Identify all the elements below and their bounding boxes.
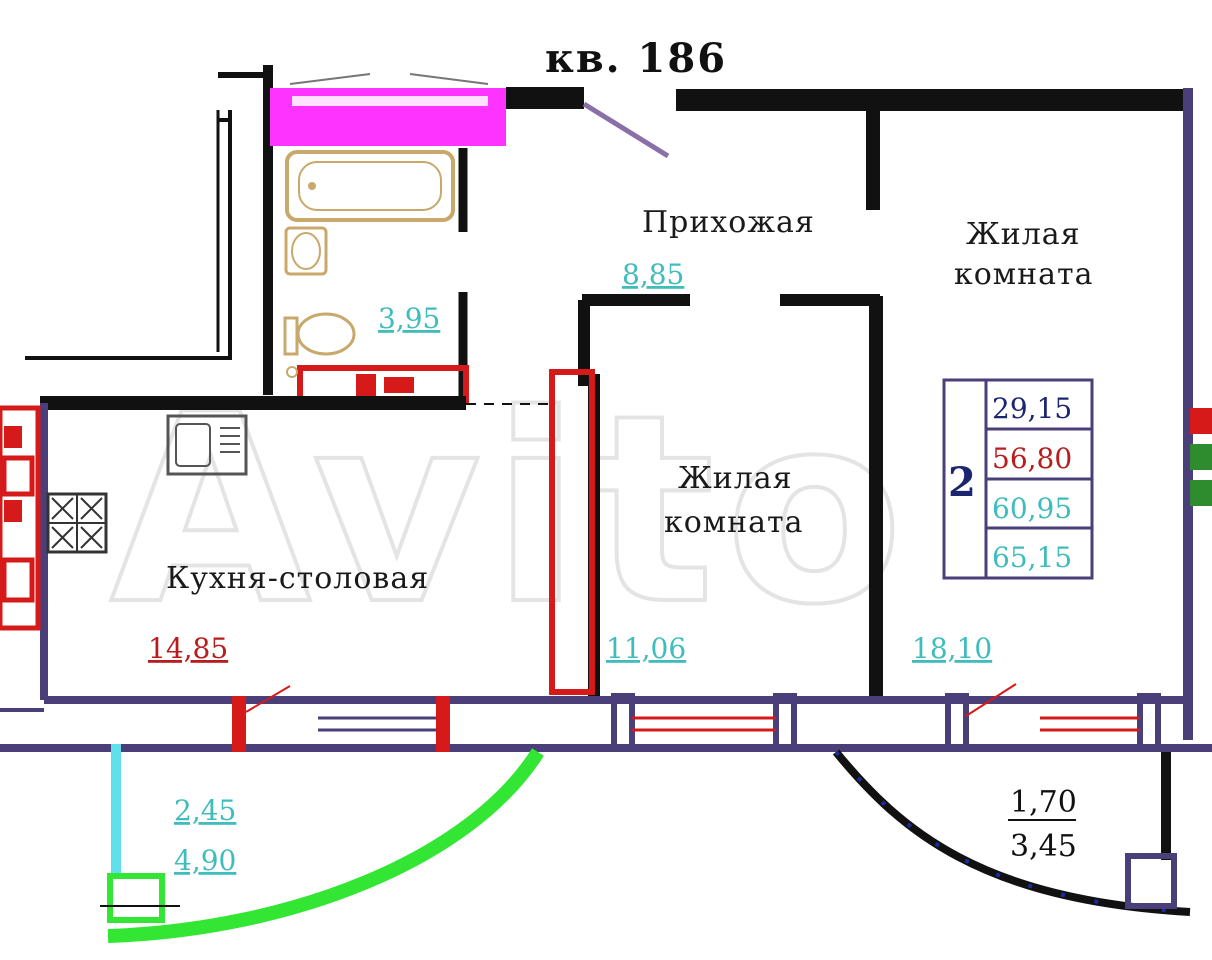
bathroom: 3,95 xyxy=(270,73,506,408)
living-small-label-1: Жилая xyxy=(678,461,793,496)
loggia-left-area-2: 4,90 xyxy=(174,844,236,877)
living-large-label-2: комната xyxy=(954,257,1094,292)
summary-value-1: 29,15 xyxy=(992,392,1072,425)
hallway-label: Прихожая xyxy=(642,205,815,240)
bathtub-icon xyxy=(285,150,455,222)
loggia-right-area-1: 1,70 xyxy=(1010,785,1077,820)
hallway-area: 8,85 xyxy=(622,258,684,291)
entry-door xyxy=(582,101,670,159)
rooms-count: 2 xyxy=(948,459,976,506)
living-large-label-1: Жилая xyxy=(966,217,1081,252)
living-large-area: 18,10 xyxy=(912,632,992,665)
area-summary-box: 2 29,15 56,80 60,95 65,15 xyxy=(942,378,1094,580)
stove-icon xyxy=(46,492,108,554)
living-small-label-2: комната xyxy=(664,505,804,540)
washbasin-icon xyxy=(284,226,328,276)
kitchen-label: Кухня-столовая xyxy=(166,561,429,596)
kitchen-sink-icon xyxy=(166,414,248,476)
summary-value-2: 56,80 xyxy=(992,442,1072,475)
bathroom-area: 3,95 xyxy=(378,302,440,335)
loggia-right-area-2: 3,45 xyxy=(1010,829,1077,864)
kitchen-area: 14,85 xyxy=(148,632,228,665)
summary-value-3: 60,95 xyxy=(992,492,1072,525)
loggia-left: 2,45 4,90 xyxy=(100,744,544,943)
living-small-area: 11,06 xyxy=(606,632,686,665)
summary-value-4: 65,15 xyxy=(992,541,1072,574)
walls xyxy=(0,87,1212,752)
neighbour-wall xyxy=(25,65,273,395)
toilet-icon xyxy=(283,312,356,356)
loggia-left-area-1: 2,45 xyxy=(174,794,236,827)
apartment-title: кв. 186 xyxy=(545,35,727,82)
loggia-right: 1,70 3,45 xyxy=(832,749,1191,916)
